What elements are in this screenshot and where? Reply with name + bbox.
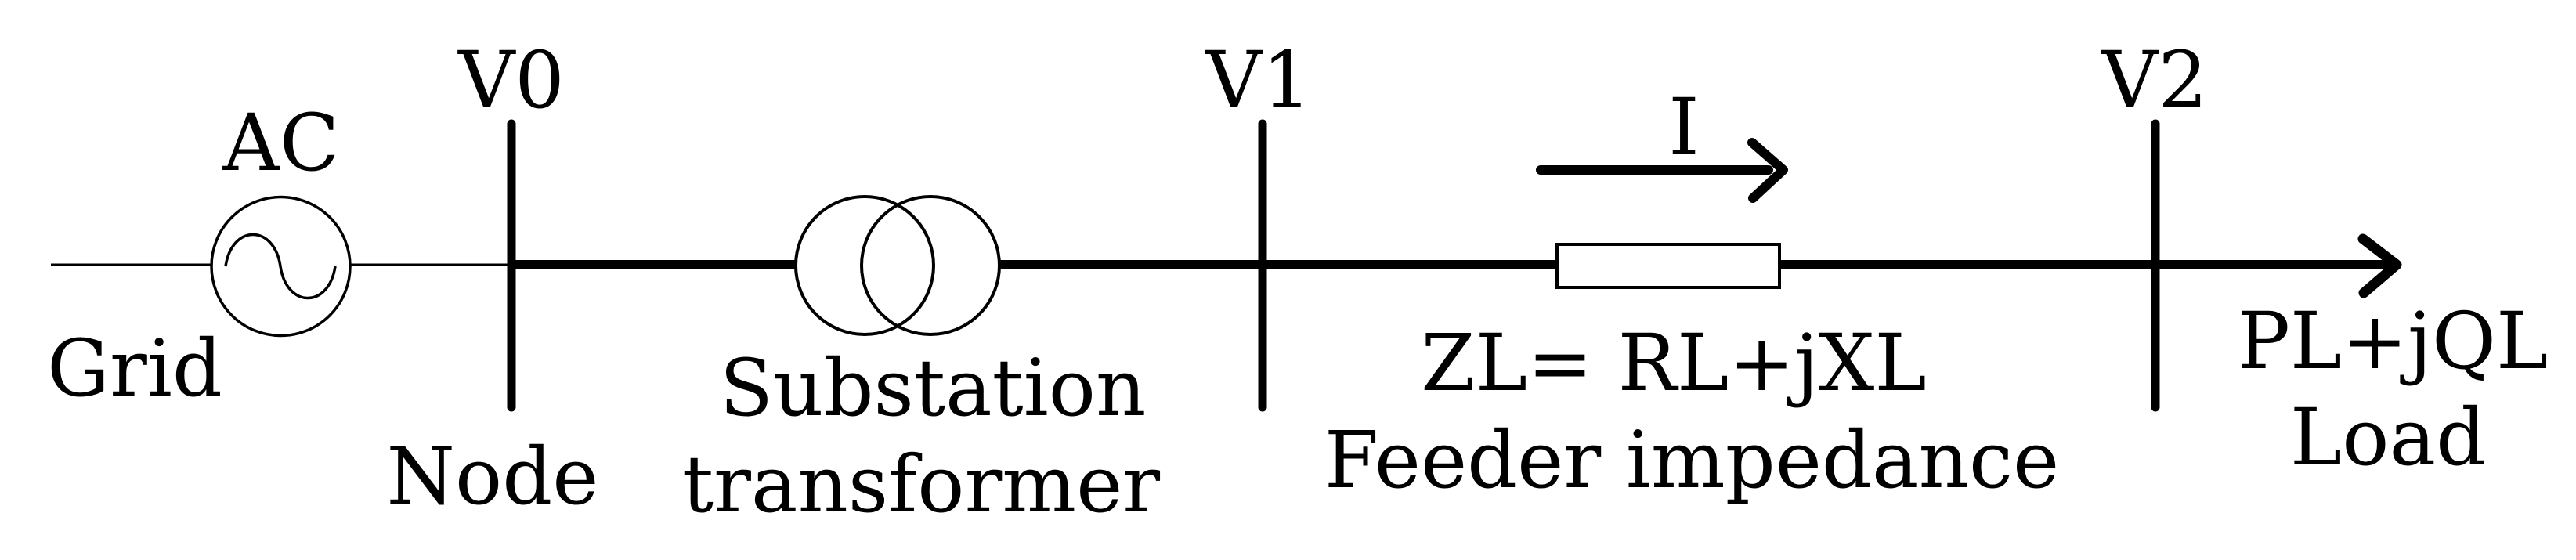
current-arrow-icon <box>1536 138 1788 203</box>
ac-source-circle <box>210 195 352 338</box>
load-power-label: PL+jQL <box>2238 295 2549 387</box>
feeder-impedance-name-label: Feeder impedance <box>1324 414 2059 506</box>
feeder-impedance-formula-label: ZL= RL+jXL <box>1421 317 1927 409</box>
load-arrow-head-icon <box>2357 233 2402 298</box>
transformer-circle-right <box>860 195 1001 336</box>
transformer-mask-right <box>862 197 999 334</box>
current-arrow-head <box>1747 138 1788 203</box>
transformer-label-line2: transformer <box>682 439 1160 530</box>
transformer-circle-left <box>794 195 935 336</box>
feeder-impedance-box <box>1555 243 1781 289</box>
bus-v2-voltage-label: V2 <box>2101 34 2208 126</box>
bus-bars <box>507 119 2160 412</box>
bus-v1-voltage-label: V1 <box>1205 34 1312 126</box>
ac-source-icon <box>210 195 352 338</box>
bus-v0-voltage-label: V0 <box>457 34 565 126</box>
grid-name-label: Grid <box>47 323 222 414</box>
transformer-label-line1: Substation <box>720 342 1147 434</box>
bus-v0-name-label: Node <box>387 431 599 522</box>
load-name-label: Load <box>2290 392 2486 483</box>
transformer-icon <box>794 195 1001 336</box>
sine-wave-icon <box>224 233 337 300</box>
ac-source-type-label: AC <box>222 97 340 189</box>
current-symbol-label: I <box>1668 81 1700 173</box>
